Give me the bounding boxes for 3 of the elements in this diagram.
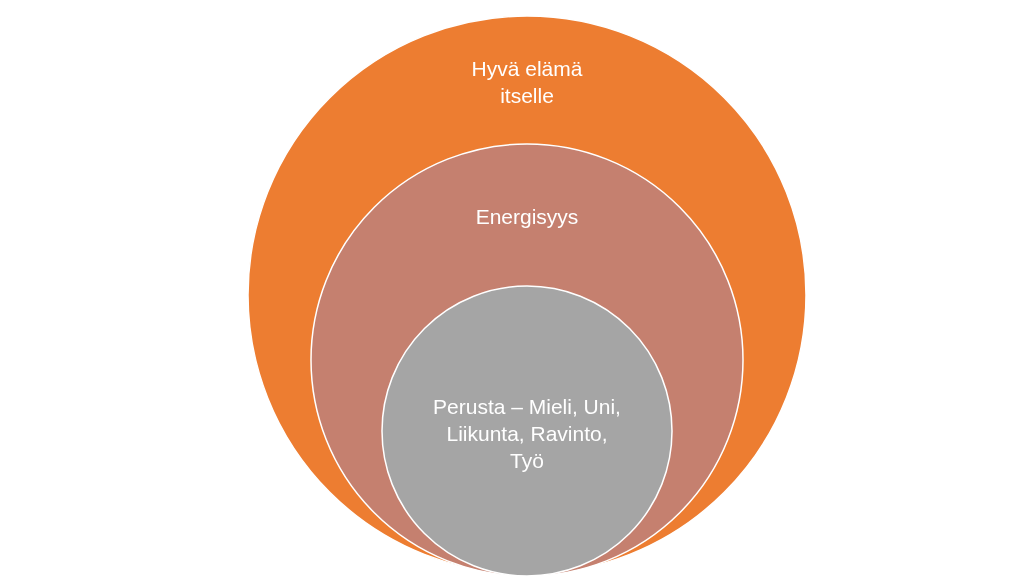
circle-label: Hyvä elämä itselle bbox=[470, 56, 584, 109]
circle-label: Perusta – Mieli, Uni, Liikunta, Ravinto, Työ bbox=[432, 394, 622, 474]
circle-label: Energisyys bbox=[474, 204, 580, 230]
